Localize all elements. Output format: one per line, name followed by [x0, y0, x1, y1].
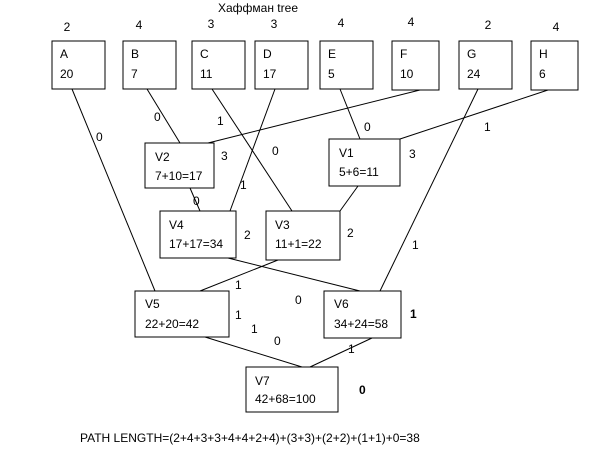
- node-name: B: [131, 47, 139, 61]
- edge-v1-v3: [339, 185, 359, 212]
- edge-label-v4-v6: 0: [295, 293, 302, 307]
- node-value: 17+17=34: [169, 237, 223, 251]
- depth-label-v6: 1: [410, 307, 417, 321]
- node-value: 17: [263, 67, 277, 81]
- node-value: 42+68=100: [255, 392, 316, 406]
- node-value: 34+24=58: [334, 317, 388, 331]
- path-length-formula: PATH LENGTH=(2+4+3+3+4+4+2+4)+(3+3)+(2+2…: [80, 431, 420, 445]
- node-name: C: [200, 47, 209, 61]
- depth-label-f: 4: [408, 15, 415, 29]
- edge-label-a-v5: 0: [96, 130, 103, 144]
- edge-g-v6: [379, 88, 479, 292]
- stray-label: 1: [251, 322, 258, 336]
- node-name: D: [263, 47, 272, 61]
- edge-label-e-v1: 0: [364, 120, 371, 134]
- node-name: V3: [275, 218, 290, 232]
- depth-label-v7: 0: [359, 383, 366, 397]
- edge-v6-v7: [309, 337, 373, 368]
- edge-label-g-v6: 1: [412, 238, 419, 252]
- depth-label-v1: 3: [409, 147, 416, 161]
- node-value: 24: [467, 67, 481, 81]
- node-name: V7: [255, 374, 270, 388]
- edge-label-v6-v7: 1: [348, 342, 355, 356]
- depth-label-v4: 2: [244, 228, 251, 242]
- node-value: 5: [328, 67, 335, 81]
- depth-label-d: 3: [271, 17, 278, 31]
- edge-v5-v7: [204, 336, 303, 368]
- edge-h-v1: [399, 89, 549, 140]
- node-value: 7: [131, 67, 138, 81]
- node-name: G: [467, 47, 476, 61]
- node-name: F: [400, 47, 407, 61]
- internal-node-v7: V7 42+68=100 0: [245, 366, 366, 413]
- node-value: 20: [60, 67, 74, 81]
- edge-label-h-v1: 1: [484, 120, 491, 134]
- node-name: V4: [169, 218, 184, 232]
- edge-label-b-v2: 0: [154, 110, 161, 124]
- edge-v2-v4: [189, 187, 201, 212]
- node-name: V5: [145, 297, 160, 311]
- node-value: 11+1=22: [275, 237, 322, 251]
- leaf-depths: 2 4 3 3 4 4 2 4: [64, 15, 560, 34]
- edge-v3-v5: [199, 259, 279, 292]
- edge-labels: 0 1 0 1 0 1 0 0 1 0 1 0 1 1: [96, 110, 491, 356]
- edge-v4-v6: [227, 257, 361, 292]
- depth-label-c: 3: [208, 17, 215, 31]
- depth-label-v3: 2: [347, 226, 354, 240]
- depth-label-v2: 3: [221, 149, 228, 163]
- diagram-title: Хаффман tree: [218, 1, 298, 15]
- tree-edges: [71, 88, 549, 368]
- leaf-node-a: A 20: [51, 40, 106, 90]
- edge-label-v3-v5: 1: [235, 278, 242, 292]
- node-value: 11: [200, 67, 213, 81]
- internal-node-v1: V1 5+6=11 3: [328, 138, 416, 187]
- depth-label-e: 4: [338, 16, 345, 30]
- node-name: V6: [334, 297, 349, 311]
- node-value: 6: [539, 67, 546, 81]
- internal-node-v4: V4 17+17=34 2: [159, 210, 251, 259]
- internal-nodes: V2 7+10=17 3 V1 5+6=11 3 V4 17+17=34 2 V…: [134, 138, 417, 413]
- node-name: E: [328, 47, 336, 61]
- edge-label-v2-v4: 0: [193, 194, 200, 208]
- depth-label-g: 2: [485, 18, 492, 32]
- depth-label-a: 2: [64, 20, 71, 34]
- node-name: V1: [339, 146, 354, 160]
- internal-node-v6: V6 34+24=58 1: [323, 290, 417, 339]
- node-name: A: [60, 47, 68, 61]
- edge-a-v5: [71, 88, 156, 292]
- leaf-node-f: F 10: [391, 40, 440, 91]
- internal-node-v3: V3 11+1=22 2: [265, 210, 354, 261]
- edge-e-v1: [339, 88, 361, 140]
- leaf-node-e: E 5: [319, 40, 374, 90]
- edge-b-v2: [146, 88, 181, 144]
- node-value: 7+10=17: [155, 169, 203, 183]
- node-name: H: [539, 47, 548, 61]
- node-value: 5+6=11: [339, 165, 379, 179]
- node-value: 22+20=42: [145, 317, 199, 331]
- edge-label-c-v3: 0: [272, 144, 279, 158]
- edge-f-v2: [207, 89, 421, 144]
- leaf-node-h: H 6: [530, 40, 579, 91]
- edge-label-f-v2: 1: [217, 114, 224, 128]
- leaf-node-d: D 17: [254, 40, 309, 90]
- depth-label-v5: 1: [235, 308, 242, 322]
- node-value: 10: [400, 67, 414, 81]
- leaf-node-c: C 11: [191, 40, 246, 90]
- node-name: V2: [155, 150, 170, 164]
- edge-label-d-v4: 1: [240, 178, 247, 192]
- internal-node-v5: V5 22+20=42 1: [134, 290, 242, 338]
- leaf-node-b: B 7: [122, 40, 177, 90]
- depth-label-b: 4: [136, 18, 143, 32]
- leaf-node-g: G 24: [458, 40, 513, 90]
- depth-label-h: 4: [553, 20, 560, 34]
- edge-c-v3: [211, 88, 293, 212]
- leaf-nodes: A 20 B 7 C 11 D 17 E 5 F 10: [51, 40, 579, 91]
- edge-label-v5-v7: 0: [274, 334, 281, 348]
- internal-node-v2: V2 7+10=17 3: [144, 142, 228, 189]
